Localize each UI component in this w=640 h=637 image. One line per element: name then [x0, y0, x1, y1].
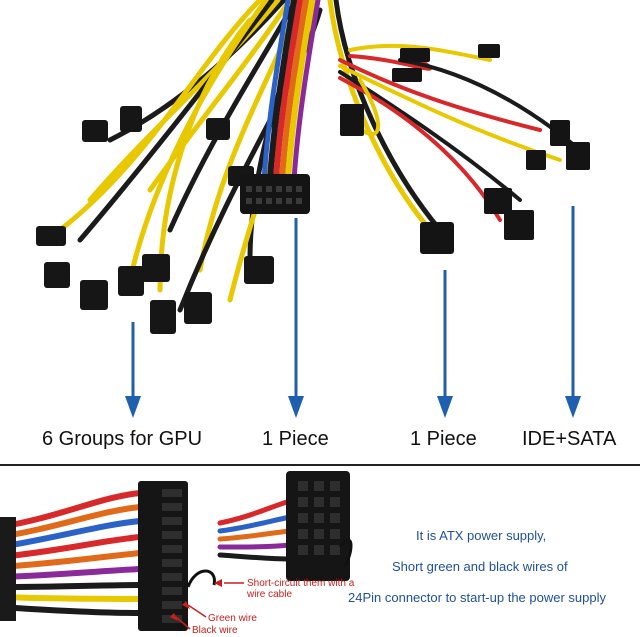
callout-short-circuit: Short-circuit them with a wire cable — [247, 578, 354, 600]
label-gpu: 6 Groups for GPU — [42, 428, 203, 450]
pointer-arrows — [125, 206, 581, 418]
atx-24pin-bundle — [261, 0, 321, 183]
ide-sata-connectors — [340, 44, 590, 240]
cpu-connector — [420, 222, 454, 254]
jumper-wire — [186, 569, 216, 588]
label-24pin-piece: 1 Piece — [262, 428, 329, 450]
cable-bundle-photo — [36, 0, 590, 418]
note-line-2: Short green and black wires of — [392, 559, 568, 574]
ide-sata-bundle — [338, 43, 582, 222]
callout-short-circuit-line2: wire cable — [247, 589, 293, 600]
note-line-1: It is ATX power supply, — [416, 528, 547, 543]
section-divider — [0, 464, 640, 466]
cpu-cable — [327, 0, 443, 233]
callout-short-circuit-line1: Short-circuit them with a — [247, 578, 355, 589]
connector-closeup-photo — [0, 471, 353, 631]
label-cpu-piece: 1 Piece — [410, 428, 477, 450]
note-line-3: 24Pin connector to start-up the power su… — [348, 590, 606, 605]
label-ide-sata: IDE+SATA — [522, 428, 617, 450]
callout-green-wire: Green wire — [208, 613, 257, 624]
atx-24pin-connector — [240, 174, 310, 214]
callout-black-wire: Black wire — [192, 625, 238, 636]
